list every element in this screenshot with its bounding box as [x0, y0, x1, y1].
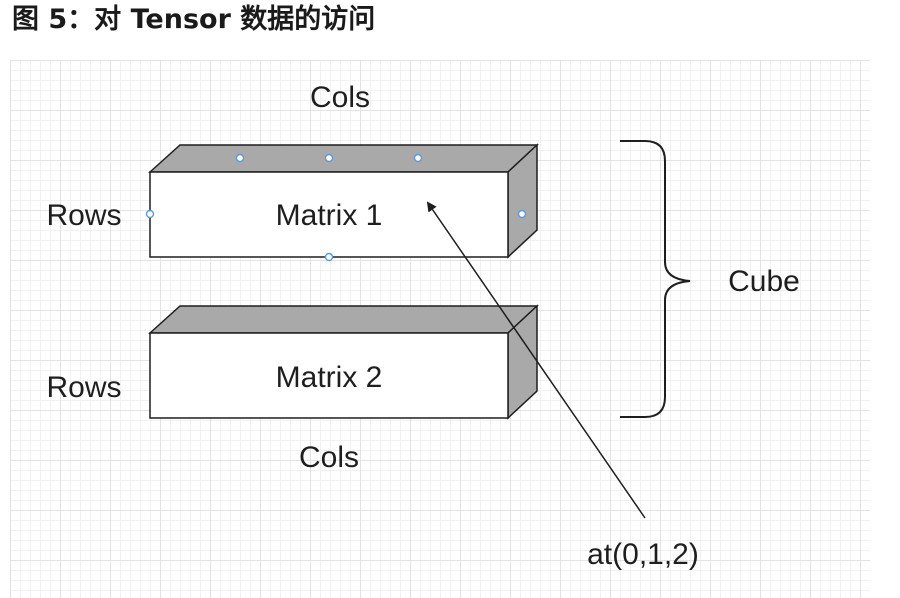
selection-handle[interactable]: [413, 153, 423, 163]
matrix-2-front-face: [149, 332, 509, 419]
matrix-2-label: Matrix 2: [276, 361, 383, 394]
rows-label-bottom: Rows: [46, 371, 121, 404]
matrix-1-box[interactable]: Matrix 1: [148, 143, 539, 259]
selection-handle[interactable]: [517, 209, 527, 219]
figure-caption: 图 5：对 Tensor 数据的访问: [12, 4, 376, 35]
access-label: at(0,1,2): [587, 538, 699, 571]
cols-label-top: Cols: [310, 81, 370, 114]
cube-brace: [620, 140, 691, 418]
access-arrow: [426, 201, 646, 519]
matrix-1-top-face: [148, 144, 539, 173]
selection-handle[interactable]: [324, 252, 334, 262]
selection-handle[interactable]: [235, 153, 245, 163]
selection-handle[interactable]: [324, 153, 334, 163]
matrix-1-front-face: [149, 171, 509, 258]
cube-label: Cube: [728, 265, 800, 298]
matrix-2-top-face: [148, 305, 539, 334]
selection-handle[interactable]: [145, 209, 155, 219]
matrix-2-box[interactable]: Matrix 2: [148, 304, 539, 420]
rows-label-top: Rows: [46, 199, 121, 232]
matrix-1-label: Matrix 1: [276, 199, 383, 232]
selection-handles[interactable]: [145, 153, 527, 262]
cols-label-bottom: Cols: [299, 441, 359, 474]
